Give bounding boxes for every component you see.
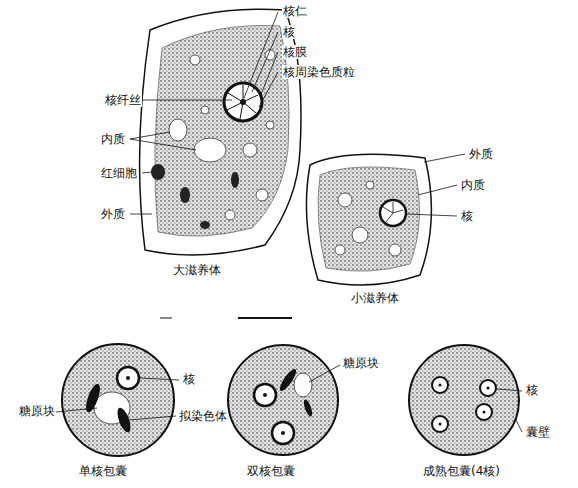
nucleus-label: 核 <box>182 372 196 386</box>
cyst-wall-label: 囊壁 <box>525 425 551 439</box>
rbc-label: 红细胞 <box>100 166 138 180</box>
chromatoid-label: 拟染色体 <box>178 409 228 423</box>
ectoplasm-label: 外质 <box>100 207 126 221</box>
stage-caption: 成熟包囊(4核) <box>422 464 501 478</box>
stage-caption: 单核包囊 <box>78 464 128 478</box>
nucleus-label: 核 <box>282 25 296 39</box>
nucleus-label: 核 <box>525 383 539 397</box>
endoplasm-label: 内质 <box>100 132 126 146</box>
glycogen-label: 糖原块 <box>342 356 380 370</box>
stage-caption: 大滋养体 <box>172 263 222 277</box>
endoplasm-label: 内质 <box>460 178 486 192</box>
nucleus-label: 核 <box>460 209 474 223</box>
karyosome-fiber-label: 核纤丝 <box>104 93 142 107</box>
stage-caption: 双核包囊 <box>246 464 296 478</box>
nuclear-membrane-label: 核膜 <box>282 45 308 59</box>
ectoplasm-label: 外质 <box>468 147 494 161</box>
chromatin-label: 核周染色质粒 <box>282 65 356 79</box>
nucleolus-label: 核仁 <box>282 4 308 18</box>
glycogen-label: 糖原块 <box>18 404 56 418</box>
stage-caption: 小滋养体 <box>350 291 400 305</box>
